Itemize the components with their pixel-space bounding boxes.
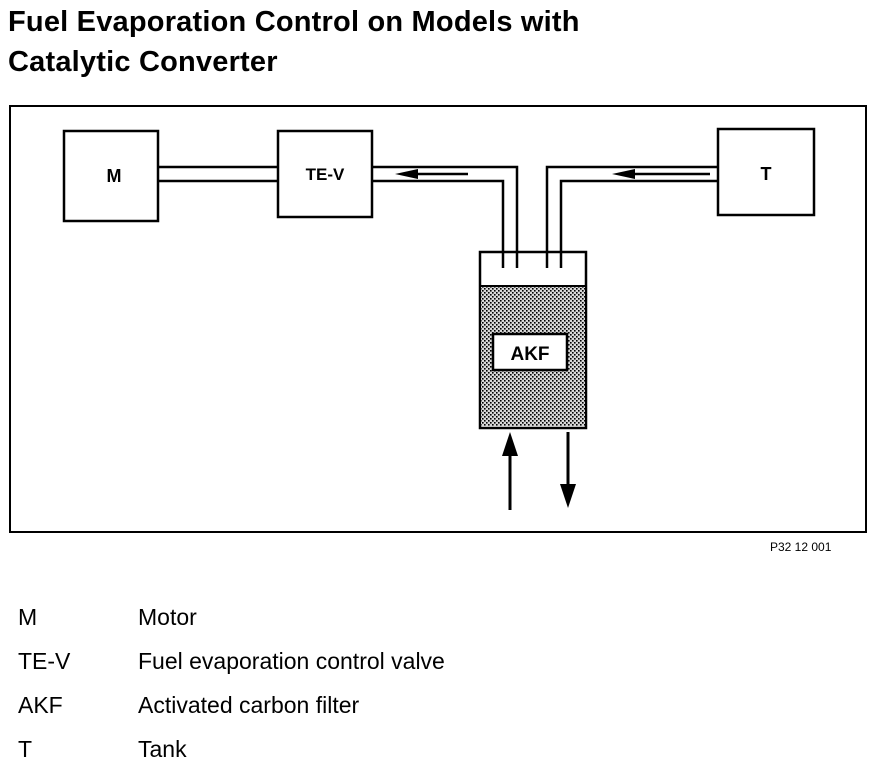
tank-box bbox=[716, 127, 816, 217]
diagram-frame bbox=[9, 105, 867, 533]
legend-abbr: TE-V bbox=[18, 647, 71, 674]
carbon-filter-canister: AKF bbox=[478, 250, 588, 430]
fuel-evaporation-diagram: M TE-V T AKF bbox=[9, 105, 867, 533]
legend-abbr: T bbox=[18, 735, 33, 762]
page-title: Fuel Evaporation Control on Models with … bbox=[8, 2, 868, 82]
motor-box bbox=[62, 129, 160, 223]
figure-reference: P32 12 001 bbox=[770, 540, 832, 554]
canister-inlets bbox=[501, 252, 563, 268]
legend-row: T Tank bbox=[18, 727, 778, 771]
pipe-motor-valve bbox=[158, 165, 278, 183]
legend-row: AKF Activated carbon filter bbox=[18, 683, 778, 727]
air-in-arrow bbox=[502, 432, 518, 510]
motor-label: M bbox=[107, 166, 122, 186]
valve-label: TE-V bbox=[306, 165, 345, 184]
tank-label: T bbox=[761, 164, 772, 184]
legend-abbr: M bbox=[18, 603, 38, 630]
title-line-2: Catalytic Converter bbox=[8, 46, 278, 78]
legend-desc: Fuel evaporation control valve bbox=[138, 647, 445, 674]
legend-abbr: AKF bbox=[18, 691, 63, 718]
legend-desc: Activated carbon filter bbox=[138, 691, 360, 718]
legend: M Motor TE-V Fuel evaporation control va… bbox=[18, 595, 778, 771]
legend-row: TE-V Fuel evaporation control valve bbox=[18, 639, 778, 683]
filter-label-box bbox=[491, 332, 569, 372]
air-out-arrow bbox=[560, 432, 576, 508]
legend-desc: Motor bbox=[138, 603, 197, 630]
legend-row: M Motor bbox=[18, 595, 778, 639]
flow-arrow-left bbox=[395, 169, 468, 179]
valve-box bbox=[276, 129, 374, 219]
filter-label: AKF bbox=[510, 344, 549, 365]
pipe-tank-filter bbox=[545, 165, 718, 268]
title-line-1: Fuel Evaporation Control on Models with bbox=[8, 6, 580, 38]
legend-desc: Tank bbox=[138, 735, 187, 762]
flow-arrow-right bbox=[612, 169, 710, 179]
pipe-valve-filter bbox=[372, 165, 519, 268]
